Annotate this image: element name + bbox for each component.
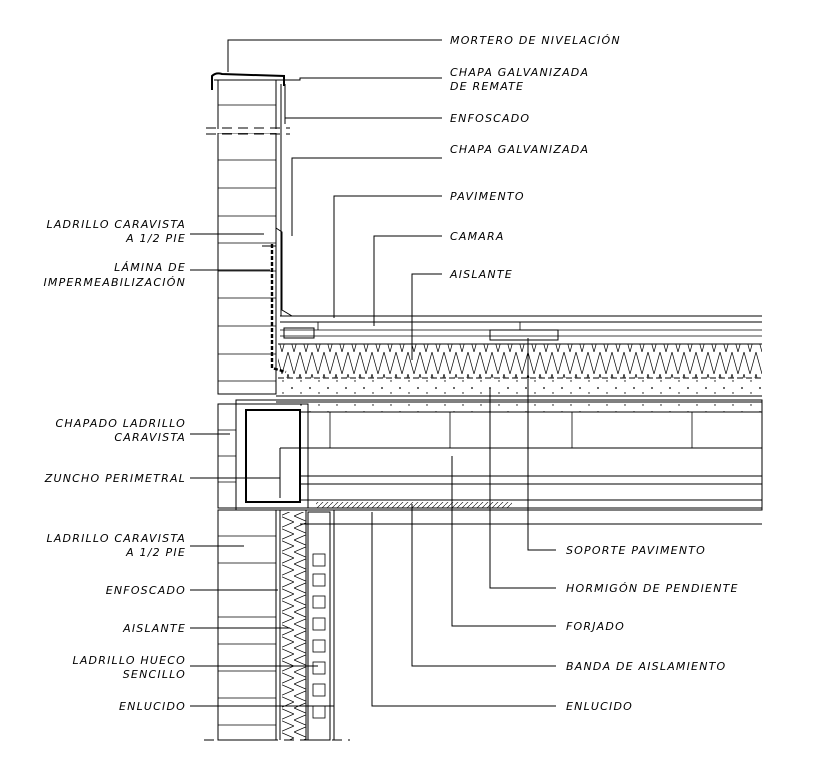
label-ladrillo-top: LADRILLO CARAVISTA [47,218,187,231]
label-ladrillo-bottom-2: A 1/2 PIE [125,546,186,559]
label-mortero: MORTERO DE NIVELACIÓN [450,34,621,47]
label-chapa-remate-2: DE REMATE [450,80,524,93]
label-soporte-pavimento: SOPORTE PAVIMENTO [566,544,706,557]
label-ladrillo-hueco-2: SENCILLO [123,668,186,681]
roof-layers [276,315,762,403]
label-aislante-left: AISLANTE [122,622,186,635]
label-banda-aislamiento: BANDA DE AISLAMIENTO [566,660,726,673]
forjado-slab [235,399,763,525]
label-enfoscado-top: ENFOSCADO [450,112,530,125]
label-enlucido-left: ENLUCIDO [119,700,186,713]
label-lamina: LÁMINA DE [114,261,186,274]
label-lamina-2: IMPERMEABILIZACIÓN [43,276,186,289]
label-hormigon-pendiente: HORMIGÓN DE PENDIENTE [566,582,739,595]
label-ladrillo-bottom: LADRILLO CARAVISTA [47,532,187,545]
zuncho-perimetral [217,403,309,509]
leader-lines-right [227,39,556,707]
label-ladrillo-top-2: A 1/2 PIE [125,232,186,245]
label-chapa-remate: CHAPA GALVANIZADA [450,66,589,79]
label-aislante-top: AISLANTE [449,268,513,281]
facade-wall-lower [204,509,350,741]
label-enfoscado-left: ENFOSCADO [106,584,186,597]
label-enlucido-right: ENLUCIDO [566,700,633,713]
label-chapado: CHAPADO LADRILLO [56,417,187,430]
label-pavimento: PAVIMENTO [450,190,525,203]
label-forjado: FORJADO [566,620,625,633]
label-ladrillo-hueco: LADRILLO HUECO [73,654,187,667]
label-chapa-galvanizada: CHAPA GALVANIZADA [450,143,589,156]
labels-left: LADRILLO CARAVISTA A 1/2 PIE LÁMINA DE I… [43,218,187,713]
leader-lines-left [190,233,334,707]
parapet-brick-wall [206,72,292,395]
label-chapado-2: CARAVISTA [114,431,186,444]
labels-right: MORTERO DE NIVELACIÓN CHAPA GALVANIZADA … [449,34,739,713]
label-zuncho: ZUNCHO PERIMETRAL [44,472,186,485]
label-camara: CAMARA [450,230,505,243]
